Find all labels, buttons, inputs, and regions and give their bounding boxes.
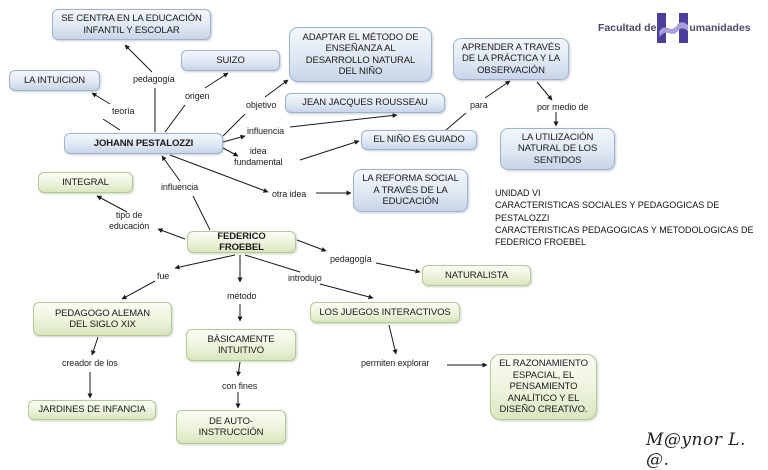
node-la-intuicion[interactable]: LA INTUICION	[9, 70, 100, 91]
connector-influencia-to-pestalozzi	[161, 155, 181, 182]
connector-origen-to-suizo	[204, 72, 229, 89]
label-por-medio-de: por medio de	[537, 102, 589, 112]
connector-pestalozzi-to-otraidea	[169, 154, 269, 193]
logo-prefix: Facultad de	[598, 22, 657, 34]
node-aprender[interactable]: APRENDER A TRAVÉS DE LA PRÁCTICA Y LA OB…	[453, 38, 569, 80]
label-permiten-explorar: permiten explorar	[361, 358, 430, 368]
connector-froebel-to-fue	[174, 254, 236, 270]
label-creador-de-los: creador de los	[62, 358, 118, 368]
label-con-fines: con fines	[222, 381, 258, 391]
label-influencia: influencia	[247, 126, 285, 136]
node-johann-pestalozzi[interactable]: JOHANN PESTALOZZI	[64, 133, 223, 154]
node-basicamente-intuitivo[interactable]: BÁSICAMENTE INTUITIVO	[186, 329, 296, 361]
label-tipo-educacion: tipo de educación	[109, 210, 150, 231]
connector-pedagogo-to-creador	[91, 336, 99, 356]
node-adaptar-metodo[interactable]: ADAPTAR EL MÉTODO DE ENSEÑANZA AL DESARR…	[289, 27, 432, 82]
node-naturalista[interactable]: NATURALISTA	[422, 265, 531, 286]
label-metodo: método	[227, 291, 257, 301]
connector-pestalozzi-to-teoria	[102, 118, 121, 131]
connector-basicamente-to-confines	[236, 361, 242, 377]
connector-introdujo-to-juegos	[319, 283, 374, 300]
node-auto-instruccion[interactable]: DE AUTO- INSTRUCCIÓN	[176, 410, 286, 444]
info-line: UNIDAD VI	[495, 188, 541, 198]
connector-froebel-to-influencia	[192, 195, 211, 231]
node-pedagogo-aleman[interactable]: PEDAGOGO ALEMAN DEL SIGLO XIX	[33, 302, 172, 336]
node-suizo[interactable]: SUIZO	[181, 50, 280, 71]
label-otra-idea: otra idea	[272, 189, 307, 199]
label-influencia-froebel: influencia	[161, 182, 199, 192]
connector-pestalozzi-to-influencia	[222, 134, 246, 143]
node-federico-froebel[interactable]: FEDERICO FROEBEL	[187, 231, 296, 253]
node-integral[interactable]: INTEGRAL	[38, 172, 133, 193]
connector-idea-to-nino	[299, 139, 360, 161]
connector-para-to-aprender	[484, 80, 511, 99]
info-line: CARACTERISTICAS SOCIALES Y PEDAGOGICAS D…	[495, 200, 720, 211]
logo-suffix: umanidades	[689, 22, 751, 34]
faculty-logo: Facultad de umanidades	[598, 13, 751, 43]
connector-nino-to-para	[445, 112, 467, 131]
label-origen: origen	[185, 91, 210, 101]
node-utilizacion-sentidos[interactable]: LA UTILIZACIÓN NATURAL DE LOS SENTIDOS	[500, 128, 615, 170]
info-line: FEDERICO FROEBEL	[495, 237, 587, 248]
label-objetivo: objetivo	[246, 100, 277, 110]
node-se-centra[interactable]: SE CENTRA EN LA EDUCACIÓN INFANTIL Y ESC…	[52, 9, 211, 40]
connector-juegos-to-permiten	[388, 324, 398, 355]
connector-pestalozzi-to-origen	[164, 104, 186, 133]
unit-info: UNIDAD VI CARACTERISTICAS SOCIALES Y PED…	[495, 187, 754, 248]
node-razonamiento[interactable]: EL RAZONAMIENTO ESPACIAL, EL PENSAMIENTO…	[490, 354, 597, 420]
label-pedagogia-froebel: pedagogía	[330, 254, 372, 264]
label-idea-fundamental: idea fundamental	[234, 146, 283, 167]
connector-fue-to-pedagogo	[121, 280, 156, 300]
author-signature: M@ynor L. @.	[646, 430, 746, 470]
connector-froebel-to-tipo	[157, 228, 186, 240]
node-reforma-social[interactable]: LA REFORMA SOCIAL A TRAVÉS DE LA EDUCACI…	[353, 169, 468, 212]
node-rousseau[interactable]: JEAN JACQUES ROUSSEAU	[285, 93, 445, 113]
label-pedagogia: pedagogía	[133, 74, 175, 84]
humanidades-h-icon	[657, 13, 689, 43]
connector-pedagogia-to-naturalista	[375, 262, 421, 274]
connector-influencia-to-rousseau	[289, 113, 398, 128]
connector-objetivo-to-adaptar	[264, 79, 289, 98]
connector-froebel-to-pedagogia	[296, 239, 327, 252]
label-fue: fue	[157, 271, 170, 281]
label-teoria: teoría	[112, 106, 135, 116]
label-introdujo: introdujo	[288, 273, 322, 283]
connector-teoria-to-intuicion	[91, 92, 111, 105]
info-line: PESTALOZZI	[495, 212, 550, 223]
connector-aprender-to-pormedio	[536, 81, 553, 101]
connector-tipo-to-integral	[96, 195, 128, 213]
node-jardines-infancia[interactable]: JARDINES DE INFANCIA	[28, 400, 156, 420]
info-line: CARACTERISTICAS PEDAGOGICAS Y METODOLOGI…	[495, 224, 754, 235]
connector-pestalozzi-to-idea	[222, 147, 239, 157]
node-nino-guiado[interactable]: EL NIÑO ES GUIADO	[361, 130, 477, 150]
connector-pestalozzi-to-objetivo	[222, 113, 246, 137]
connector-pedagogia-to-secentra	[124, 44, 153, 73]
label-para: para	[470, 100, 488, 110]
connector-froebel-to-introdujo	[244, 254, 301, 273]
node-juegos-interactivos[interactable]: LOS JUEGOS INTERACTIVOS	[310, 302, 460, 323]
